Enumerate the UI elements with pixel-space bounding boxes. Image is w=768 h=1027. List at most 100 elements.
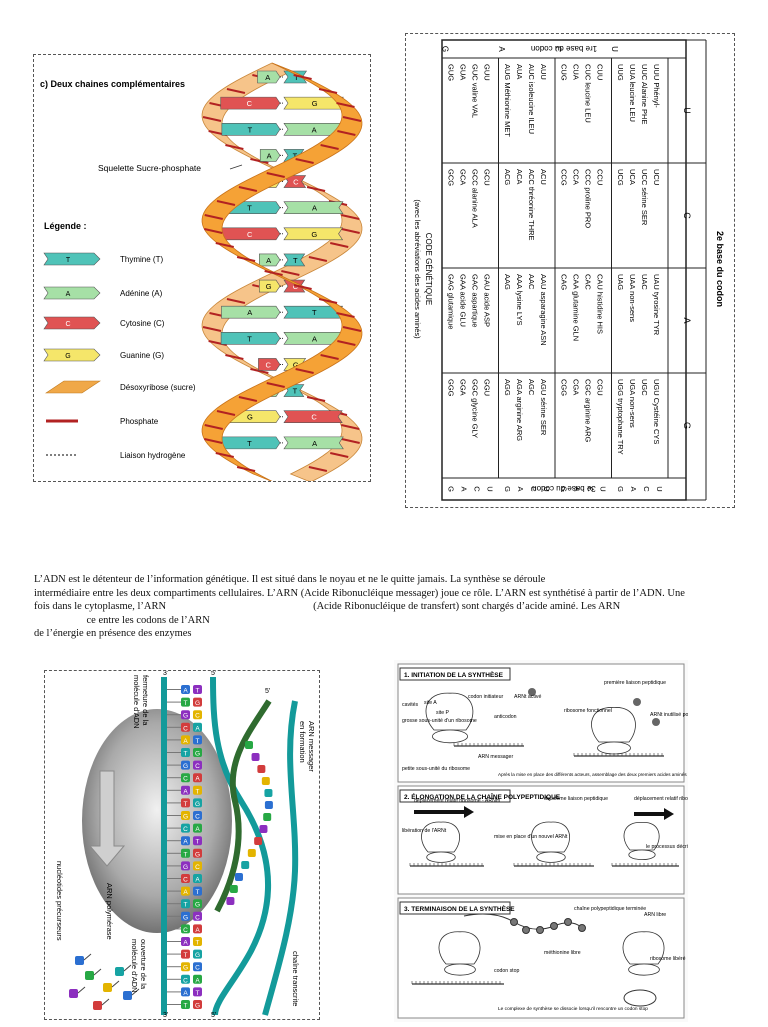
annotation-label: mise en place d'un nouvel ARNt (494, 834, 568, 840)
nucleotide-base (193, 710, 202, 720)
svg-text:G: G (447, 486, 456, 492)
svg-text:en formation: en formation (298, 721, 307, 763)
base-letter: G (266, 282, 272, 291)
base-letter: A (312, 439, 317, 448)
phosphate-mark (202, 116, 222, 122)
codon-text: GUA (458, 64, 467, 80)
annotation-label: ARN messager (478, 754, 513, 760)
nucleotide-base (181, 735, 190, 745)
annotation-label: Après la mise en place des différents ac… (498, 772, 687, 777)
base-left (221, 122, 281, 136)
annotation-label: deuxième liaison peptidique (544, 796, 608, 802)
ribosome (623, 821, 660, 851)
nucleotide-base (181, 848, 190, 858)
codon-text: AGC (527, 379, 536, 396)
codon-text: GUG (446, 64, 455, 81)
annotation-label: ARNt activé (514, 694, 542, 700)
nucleotide-tail (83, 953, 92, 961)
base-letter: A (312, 125, 317, 134)
small-subunit (628, 849, 656, 861)
base-letter: T (196, 839, 200, 846)
svg-text:U: U (682, 107, 692, 114)
legend-base-shape (43, 286, 101, 300)
nucleotide-base (193, 735, 202, 745)
ribosome-large-subunit (425, 692, 474, 731)
base-letter: A (266, 256, 271, 265)
svg-text:G: G (560, 486, 569, 492)
codon-text: UCC sérine SER (640, 169, 649, 226)
base-letter: A (195, 877, 200, 884)
base-letter: G (183, 763, 188, 770)
legend-base-shape (43, 252, 101, 266)
free-nucleotide (75, 956, 84, 965)
svg-text:ARN messager: ARN messager (307, 721, 316, 772)
legend-base-letter: G (65, 353, 70, 360)
base-left (221, 305, 281, 319)
nucleotide-tail (77, 986, 86, 994)
second-base-letter: C (682, 212, 692, 219)
nucleotide-base (193, 949, 202, 959)
codon-text: CUU (595, 64, 604, 80)
small-subunit (536, 851, 566, 863)
label-rna-polymerase: ARN polymérase (105, 883, 114, 940)
dna-double-helix-figure: c) Deux chaines complémentaires Squelett… (40, 62, 363, 483)
svg-text:nucléotides précurseurs: nucléotides précurseurs (55, 861, 64, 941)
base-letter: G (195, 902, 200, 909)
third-base-letter: U (655, 486, 664, 491)
codon-text: GAA acide GLU (458, 274, 467, 327)
nucleotide-base (181, 962, 190, 972)
nucleotide-base (181, 949, 190, 959)
phosphate-mark (341, 438, 360, 444)
codon-text: UAA non-sens (628, 274, 637, 322)
intro-paragraph: L’ADN est le détenteur de l’information … (34, 573, 734, 641)
annotation-label: ribosome fonctionnel (564, 708, 612, 714)
nucleotide-base (181, 697, 190, 707)
base-letter: A (183, 990, 188, 997)
base-letter: A (183, 889, 188, 896)
svg-text:U: U (610, 46, 619, 52)
base-letter: A (195, 725, 200, 732)
legend-label: Adénine (A) (120, 289, 163, 298)
svg-text:molécule d'ADN: molécule d'ADN (132, 675, 141, 729)
codon-text: AGG (503, 379, 512, 396)
nucleotide-base (193, 722, 202, 732)
annotation-label: petite sous-unité du ribosome (402, 766, 470, 772)
phosphate-mark (204, 438, 223, 444)
base-letter: A (195, 776, 200, 783)
base-letter: C (195, 763, 200, 770)
base-letter: T (248, 125, 253, 134)
base-left (259, 149, 281, 162)
label-transcribed-chain: chaîne transcrite (291, 951, 300, 1006)
nucleotide-base (193, 823, 202, 833)
phosphate-mark (215, 242, 234, 248)
nucleotide-tail (93, 968, 102, 976)
nucleotide-base (193, 924, 202, 934)
nucleotide-base (181, 937, 190, 946)
base-letter: A (195, 826, 200, 833)
phosphate-mark (225, 354, 244, 360)
section-title-box (399, 901, 511, 915)
base-letter: G (183, 965, 188, 972)
svg-text:C: C (553, 46, 562, 52)
phosphate-mark (204, 228, 223, 234)
annotation-label: codon stop (494, 968, 519, 974)
rna-base (257, 765, 266, 773)
dna-template-strand (210, 676, 272, 1016)
nucleotide-base (181, 823, 190, 833)
annotation-label: le processus décrit ici se répète n fois (646, 844, 688, 850)
codon-text: CCU (595, 169, 604, 185)
nucleotide-base (193, 987, 202, 997)
base-letter: C (195, 914, 200, 921)
free-nucleotide (115, 967, 124, 976)
nucleotide-base (181, 874, 190, 883)
base-right (283, 227, 344, 241)
rna-base (226, 897, 235, 905)
codon-text: GGG (446, 379, 455, 397)
codon-text: CGG (559, 379, 568, 396)
base-right (283, 175, 307, 188)
codon-text: GGC glycine GLY (470, 379, 479, 438)
